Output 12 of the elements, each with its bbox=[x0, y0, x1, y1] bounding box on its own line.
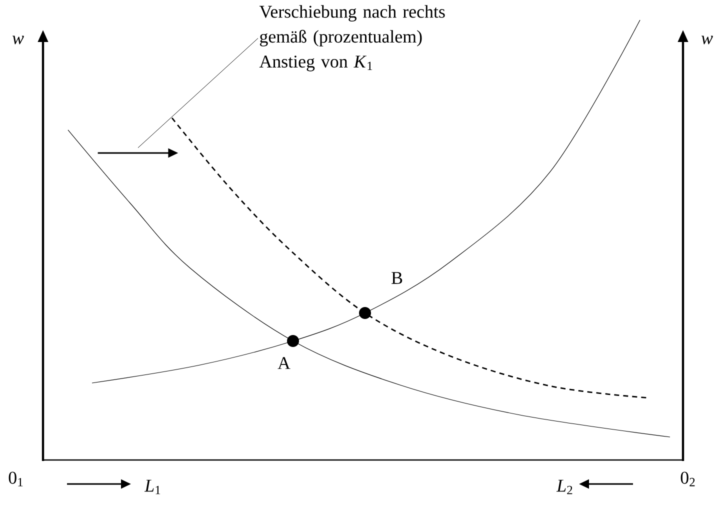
point-dot bbox=[287, 335, 299, 347]
point-label: B bbox=[392, 272, 402, 284]
axis-label: L$_{2}$ bbox=[556, 480, 572, 494]
axis-label: L$_{1}$ bbox=[144, 480, 160, 494]
point-label: A bbox=[278, 357, 290, 369]
annotation-text: Verschiebung nach rechts gemäß (prozentualem) Anstieg von K$_{1}$ bbox=[259, 5, 445, 72]
axis-label: w bbox=[701, 36, 713, 44]
origin-label: 0$_{2}$ bbox=[680, 472, 695, 486]
leader-line bbox=[138, 38, 258, 148]
point-dot bbox=[359, 307, 371, 319]
axis-label: w bbox=[12, 36, 24, 44]
origin-label: 0$_{1}$ bbox=[8, 472, 23, 486]
